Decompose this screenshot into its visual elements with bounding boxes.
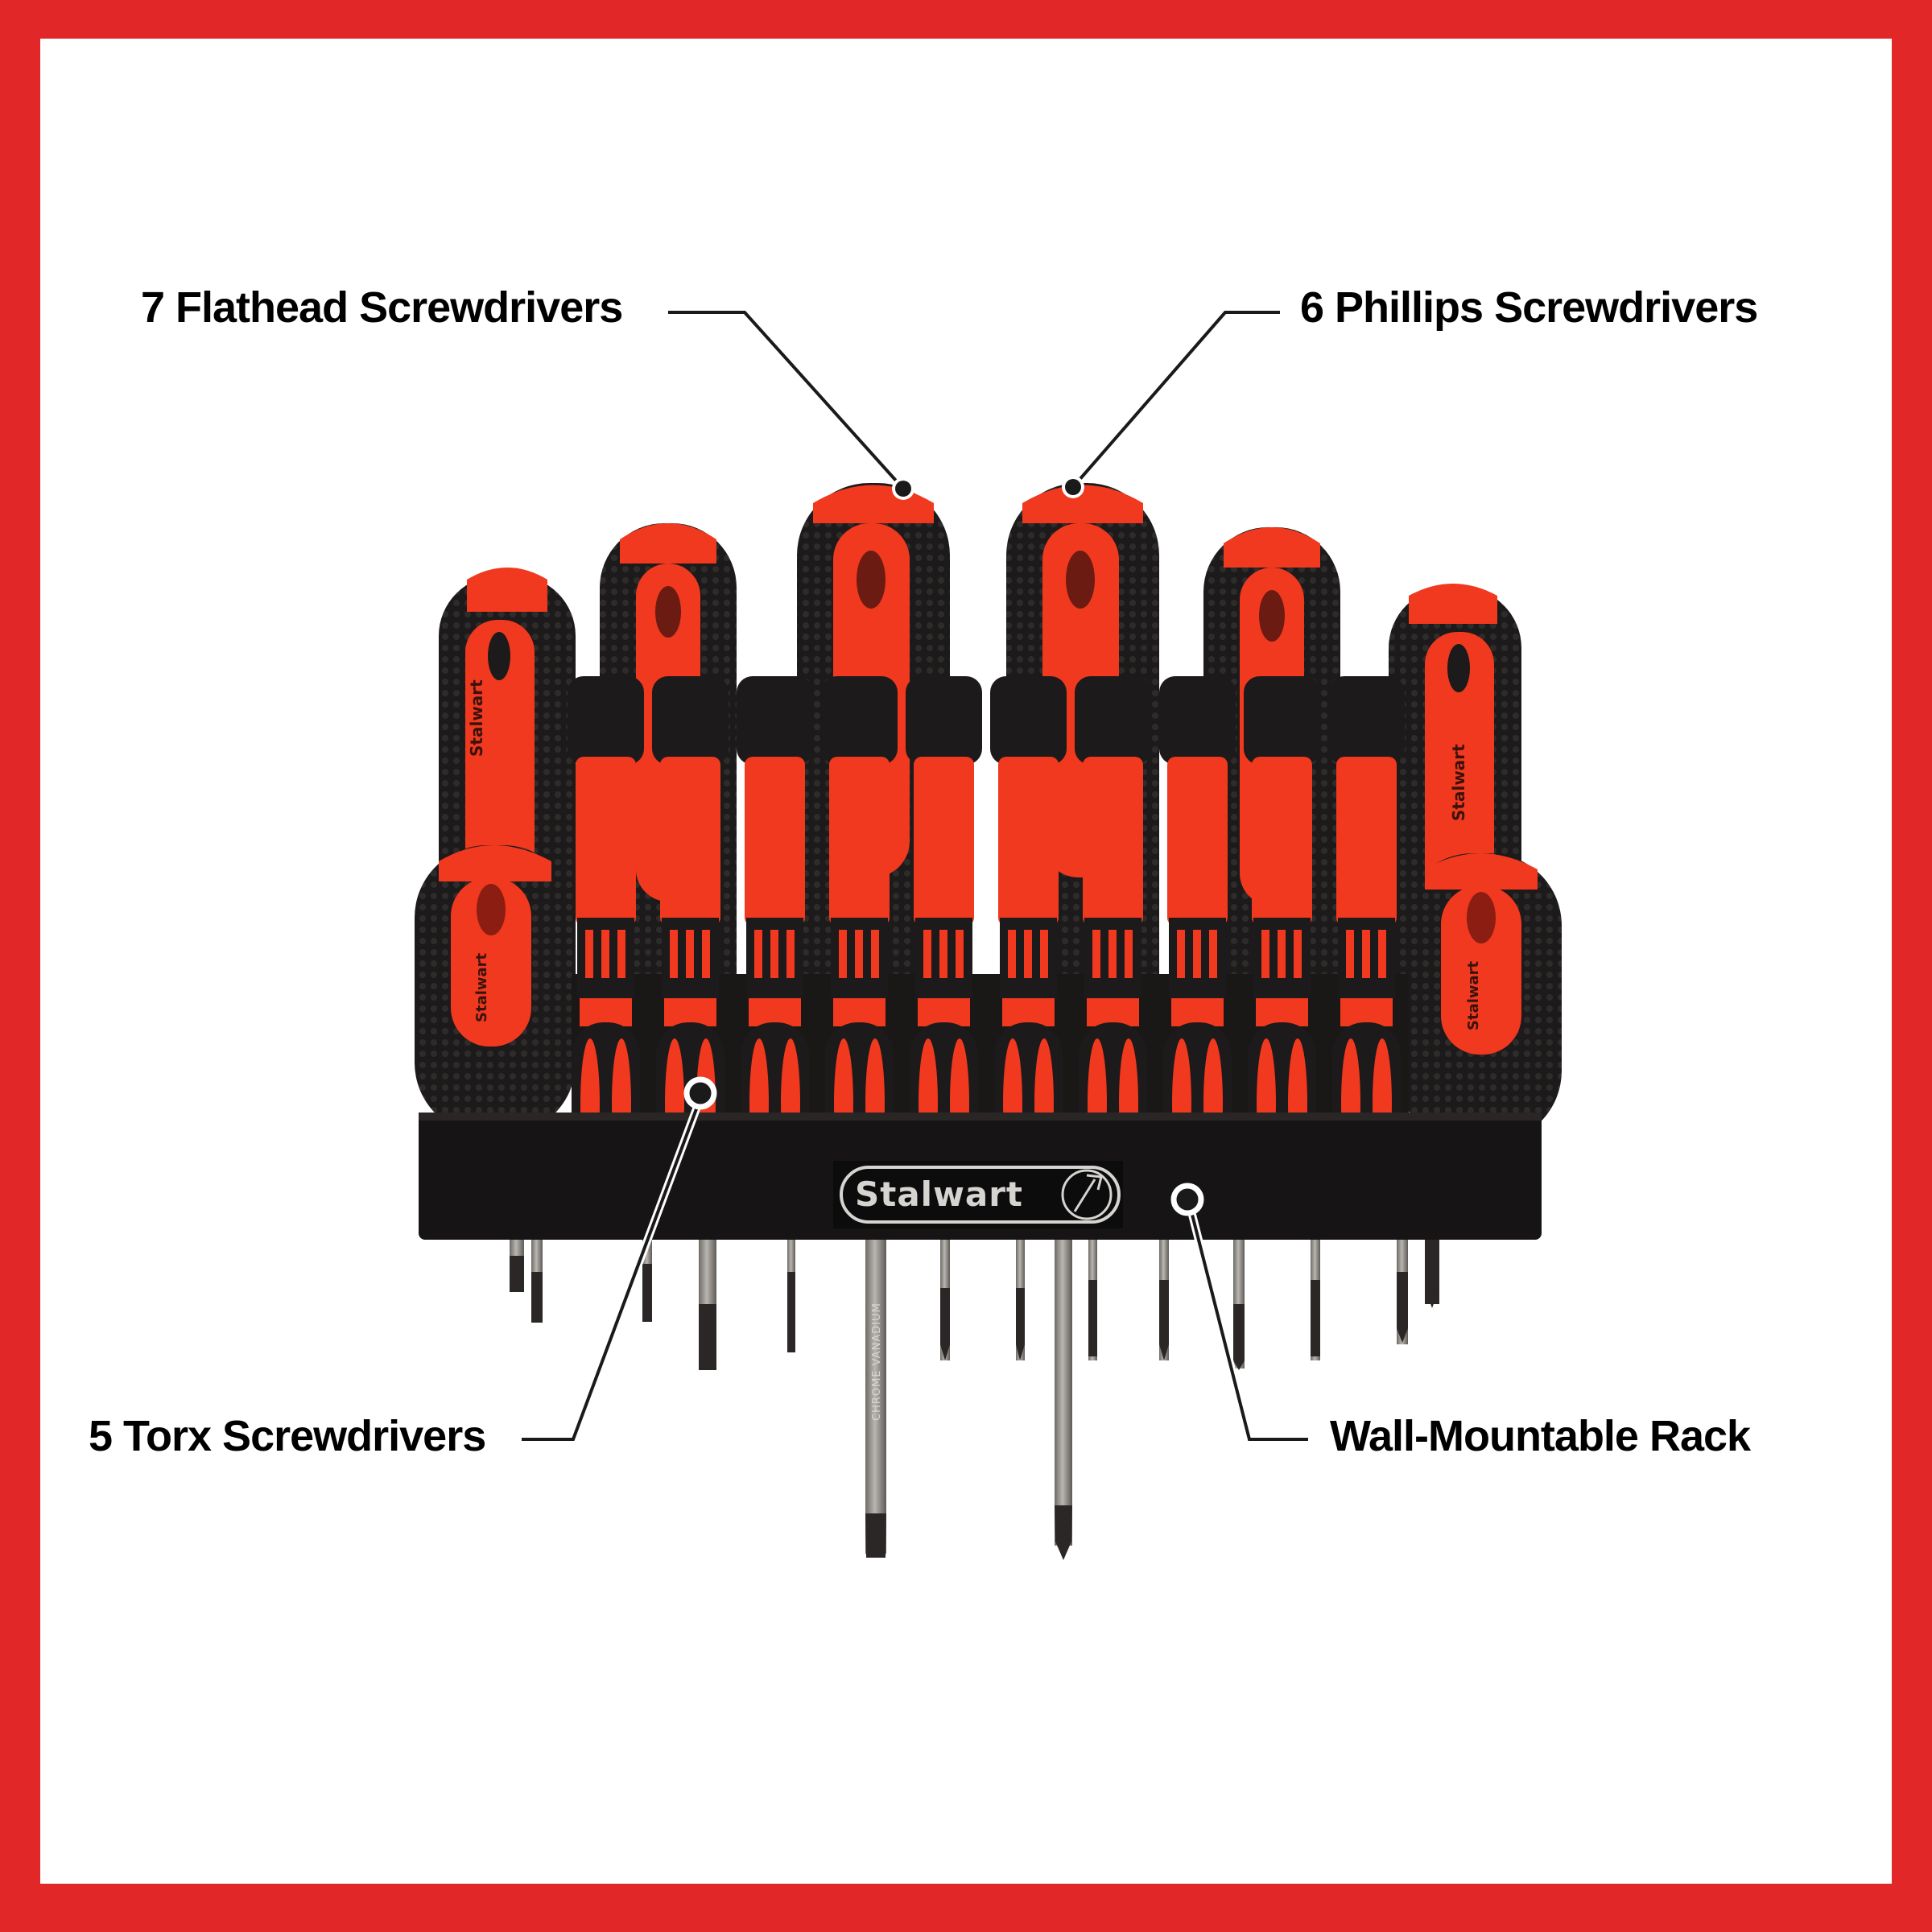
rack-front-bar xyxy=(419,1113,1542,1240)
flathead-callout-dot xyxy=(895,481,911,497)
handle-brand-text: Stalwart xyxy=(467,679,486,757)
handle-brand-text: Stalwart xyxy=(1465,960,1482,1030)
callout-torx: 5 Torx Screwdrivers xyxy=(89,1412,486,1460)
rack-callout-ring xyxy=(1170,1183,1204,1216)
shaft-engraving: CHROME VANADIUM xyxy=(871,1302,883,1421)
torx-callout-ring xyxy=(683,1076,717,1110)
callout-flathead: 7 Flathead Screwdrivers xyxy=(141,283,623,332)
leader-lines xyxy=(522,311,1308,1443)
callout-phillips: 6 Phillips Screwdrivers xyxy=(1300,283,1758,332)
callout-wall-rack: Wall-Mountable Rack xyxy=(1330,1412,1751,1460)
handle-brand-text: Stalwart xyxy=(473,952,490,1022)
large-handles-front xyxy=(415,845,1562,1143)
rack-brand-logo: Stalwart xyxy=(855,1174,1023,1214)
phillips-callout-dot xyxy=(1065,479,1081,495)
shaft-group xyxy=(510,1240,1439,1560)
handle-brand-text: Stalwart xyxy=(1449,744,1468,821)
wrench-icon xyxy=(1061,1169,1113,1220)
